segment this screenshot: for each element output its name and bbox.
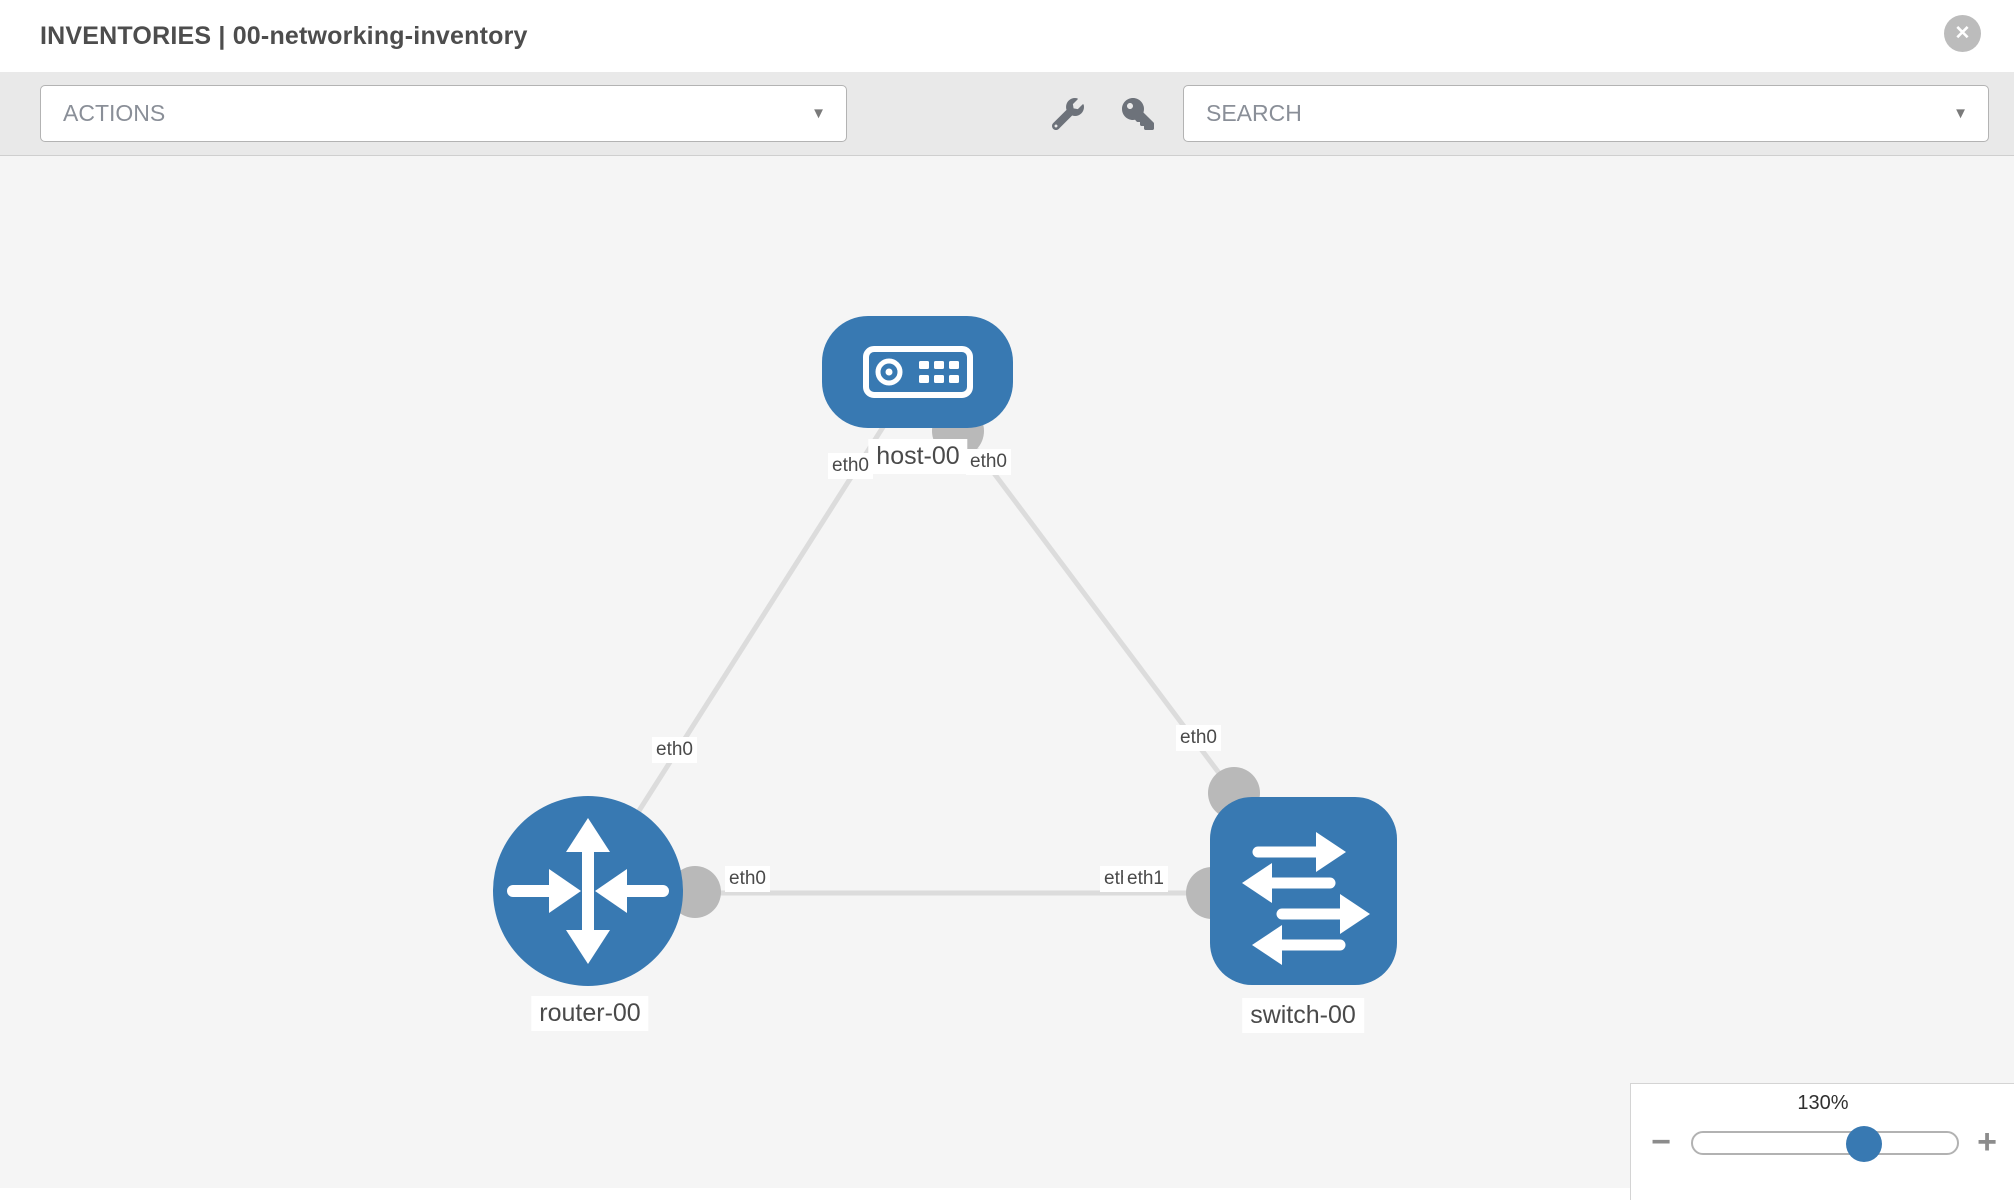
node-label-switch: switch-00 <box>1242 998 1364 1033</box>
zoom-out-button[interactable]: − <box>1643 1124 1679 1160</box>
zoom-level-label: 130% <box>1797 1092 1849 1114</box>
zoom-slider-knob[interactable] <box>1846 1126 1882 1162</box>
node-switch-00[interactable] <box>1210 797 1397 985</box>
chevron-down-icon: ▼ <box>1953 104 1968 122</box>
iface-label-router-to-host: eth0 <box>652 737 697 763</box>
wrench-icon <box>1052 98 1084 131</box>
search-input[interactable] <box>1184 86 1988 141</box>
search-dropdown[interactable]: ▼ <box>1183 85 1989 142</box>
node-host-00[interactable] <box>822 316 1013 428</box>
close-button[interactable]: ✕ <box>1944 15 1981 52</box>
iface-label-switch-to-router: eth1 <box>1123 866 1168 892</box>
page-title: INVENTORIES | 00-networking-inventory <box>40 22 528 50</box>
plus-icon: + <box>1977 1123 1997 1161</box>
host-icon <box>862 346 973 398</box>
toolbar: ACTIONS ▼ ▼ <box>0 72 2014 156</box>
node-label-router: router-00 <box>531 996 649 1031</box>
node-label-host: host-00 <box>868 439 968 474</box>
key-icon <box>1122 98 1154 130</box>
configure-button[interactable] <box>1046 92 1090 136</box>
credentials-button[interactable] <box>1116 92 1160 136</box>
actions-dropdown[interactable]: ACTIONS ▼ <box>40 85 847 142</box>
close-icon: ✕ <box>1954 23 1971 44</box>
zoom-slider-track[interactable] <box>1691 1131 1959 1155</box>
zoom-in-button[interactable]: + <box>1969 1124 2005 1160</box>
iface-label-host-to-switch: eth0 <box>966 449 1011 475</box>
chevron-down-icon: ▼ <box>811 104 826 122</box>
switch-icon <box>1242 832 1370 965</box>
iface-label-switch-to-host: eth0 <box>1176 725 1221 751</box>
minus-icon: − <box>1651 1123 1671 1161</box>
iface-label-host-to-router: eth0 <box>828 453 873 479</box>
router-icon <box>507 818 669 964</box>
zoom-panel: 130% − + <box>1630 1083 2014 1200</box>
actions-dropdown-label: ACTIONS <box>63 100 166 126</box>
iface-label-router-to-switch: eth0 <box>725 866 770 892</box>
node-router-00[interactable] <box>493 796 683 986</box>
bottom-strip <box>0 1188 2014 1200</box>
header: INVENTORIES | 00-networking-inventory ✕ <box>0 0 2014 73</box>
topology-canvas[interactable] <box>0 155 2014 1188</box>
